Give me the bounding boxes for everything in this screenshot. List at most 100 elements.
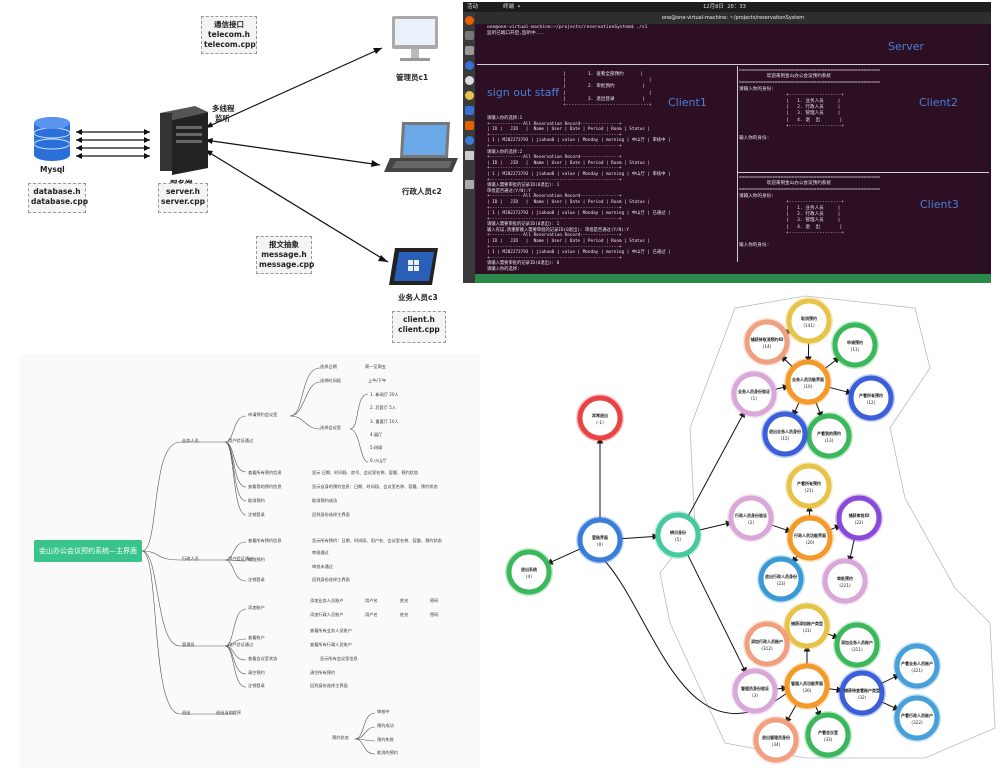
state-node-label: 捕获待取消预约ID bbox=[751, 336, 784, 342]
state-node-number: (30) bbox=[803, 688, 812, 693]
manager-logout-detail: 回到身份选择主界面 bbox=[310, 683, 348, 688]
trash-icon[interactable] bbox=[464, 151, 474, 160]
manager-view-staff: 查看所有行政人员账户 bbox=[310, 642, 352, 647]
state-node: 产看业务人员账户(321) bbox=[893, 642, 941, 690]
link-c3 bbox=[204, 149, 389, 263]
state-diagram: 异常退出(-1)登陆界面(0)退出系统(4)辨识身份(5)业务人员身份验证(1)… bbox=[485, 288, 1002, 770]
state-node-halo bbox=[784, 358, 832, 406]
state-node-number: (322) bbox=[911, 720, 923, 725]
state-node-ring bbox=[822, 558, 868, 604]
state-node: 异常退出(-1) bbox=[576, 394, 624, 442]
room-3: 3. 重要厅 10人 bbox=[370, 419, 399, 424]
network-box-title: 通信接口 bbox=[214, 20, 244, 29]
state-edge-arrow bbox=[806, 504, 813, 512]
state-edge-arrow bbox=[836, 686, 844, 694]
state-node-label: 捕获审批ID bbox=[849, 512, 870, 518]
state-node-label: 产看行政人员账户 bbox=[901, 712, 933, 718]
state-node-label: 辨识身份 bbox=[670, 529, 686, 535]
business-cancel-detail: 取消预约成功 bbox=[312, 498, 338, 503]
staff-view-all-detail: 显示所有预约：日期、时间段、用户名、会议室名称、容量、预约状态 bbox=[312, 538, 442, 543]
state-node-halo bbox=[727, 494, 775, 542]
state-node-number: (5) bbox=[675, 537, 681, 542]
state-node-halo bbox=[833, 621, 881, 669]
business-view-mine: 查看我的预约信息 bbox=[248, 484, 282, 489]
state-node: 辨识身份 (5) bbox=[654, 511, 702, 559]
link-c1 bbox=[204, 47, 383, 129]
state-node-number: (22) bbox=[855, 520, 864, 525]
manager-add-staff: 添加行政人员账户 bbox=[310, 612, 344, 617]
client2-output: ========================================… bbox=[739, 68, 881, 142]
state-node-halo bbox=[576, 394, 624, 442]
state-node: 捕获待查看账户类型(32) bbox=[838, 669, 886, 717]
pane-divider-vertical bbox=[737, 66, 738, 262]
client-box-file-cpp: client.cpp bbox=[398, 325, 440, 334]
staff-logout: 注销登录 bbox=[248, 577, 265, 582]
firefox-icon[interactable] bbox=[464, 16, 474, 25]
apps-grid-icon[interactable] bbox=[464, 180, 474, 189]
window-titlebar: one@one-virtual-machine: ~/projects/rese… bbox=[475, 12, 991, 24]
server-output: one@one-virtual-machine:~/projects/reser… bbox=[487, 25, 648, 37]
state-node-ring bbox=[894, 695, 940, 741]
state-node-halo bbox=[743, 620, 791, 668]
state-node-ring bbox=[506, 549, 552, 595]
message-box-title: 报文抽象 bbox=[269, 240, 299, 249]
state-edge bbox=[687, 411, 745, 518]
state-node-ring bbox=[732, 668, 778, 714]
field-password-2: 密码 bbox=[430, 612, 439, 617]
state-edge bbox=[619, 535, 659, 540]
state-node-number: (141) bbox=[803, 323, 815, 328]
state-node-ring bbox=[784, 663, 830, 709]
branch-business-auth: 用户验证通过 bbox=[228, 438, 254, 443]
terminal-app-icon[interactable] bbox=[464, 31, 474, 40]
pane-divider-mid bbox=[738, 172, 989, 173]
files-icon[interactable] bbox=[464, 46, 474, 55]
libreoffice-icon[interactable] bbox=[464, 91, 474, 100]
state-node-number: (14) bbox=[763, 344, 772, 349]
state-edge-arrow bbox=[781, 685, 789, 692]
client1-records: 请输入你的选择:1 +-------------All Reservation … bbox=[487, 116, 671, 273]
state-node-halo bbox=[804, 711, 852, 759]
terminal-statusbar bbox=[475, 274, 991, 283]
link-c2 bbox=[204, 139, 381, 166]
state-node-ring bbox=[894, 643, 940, 689]
status-success: 预约成功 bbox=[377, 723, 394, 728]
server-box: server.h server.cpp bbox=[158, 183, 208, 213]
state-node-halo bbox=[730, 370, 778, 418]
state-node-label: 产看所有预约 bbox=[859, 392, 883, 398]
message-box: 报文抽象 message.h message.cpp bbox=[256, 236, 314, 274]
state-node-ring bbox=[577, 517, 623, 563]
status-cancelled: 取消的预约 bbox=[377, 750, 398, 755]
tablet-icon bbox=[389, 248, 438, 285]
clock[interactable]: 12月8日 20：33 bbox=[703, 4, 746, 10]
mindmap-diagram: 金山办公会议预约系统—主界面 业务人员 用户验证通过 申请预约会议室 选择日期 … bbox=[20, 354, 480, 768]
apply-period-val: 上午/下午 bbox=[368, 378, 387, 383]
help-icon[interactable] bbox=[464, 136, 474, 145]
state-node: 捕获添加账户类型(31) bbox=[783, 602, 831, 650]
branch-exit: 退出 bbox=[182, 710, 191, 715]
thunderbird-icon[interactable] bbox=[464, 61, 474, 70]
state-node-number: (34) bbox=[772, 742, 781, 747]
software-icon[interactable] bbox=[464, 121, 474, 130]
state-node-ring bbox=[806, 413, 852, 459]
writer-icon[interactable] bbox=[464, 106, 474, 115]
database-box-file-cpp: database.cpp bbox=[31, 197, 89, 206]
state-node: 退出行政人员身份(23) bbox=[757, 555, 805, 603]
manager-clear: 清空预约 bbox=[248, 670, 265, 675]
activities-menu[interactable]: 活动 bbox=[467, 4, 479, 10]
state-node-halo bbox=[783, 662, 831, 710]
apply-room-choice: 选择会议室 bbox=[320, 425, 341, 430]
state-node-number: (15) bbox=[781, 436, 790, 441]
room-6: 6.小山厅 bbox=[370, 458, 387, 463]
manager-room-status-detail: 显示所有会议室信息 bbox=[320, 656, 358, 661]
network-box: 通信接口 telecom.h telecom.cpp bbox=[201, 16, 257, 54]
state-node-label: 业务人员身份验证 bbox=[738, 388, 770, 394]
state-edge-arrow bbox=[805, 356, 812, 364]
staff-logout-detail: 回到身份选择主界面 bbox=[312, 577, 350, 582]
rhythmbox-icon[interactable] bbox=[464, 76, 474, 85]
client-c2-label: 行政人员c2 bbox=[402, 187, 442, 196]
state-node-halo bbox=[761, 410, 809, 458]
state-node-halo bbox=[785, 462, 833, 510]
state-node-number: (11) bbox=[851, 347, 860, 352]
state-node-label: 退出管理员身份 bbox=[762, 734, 790, 740]
app-menu[interactable]: 终端 ▾ bbox=[503, 4, 521, 10]
